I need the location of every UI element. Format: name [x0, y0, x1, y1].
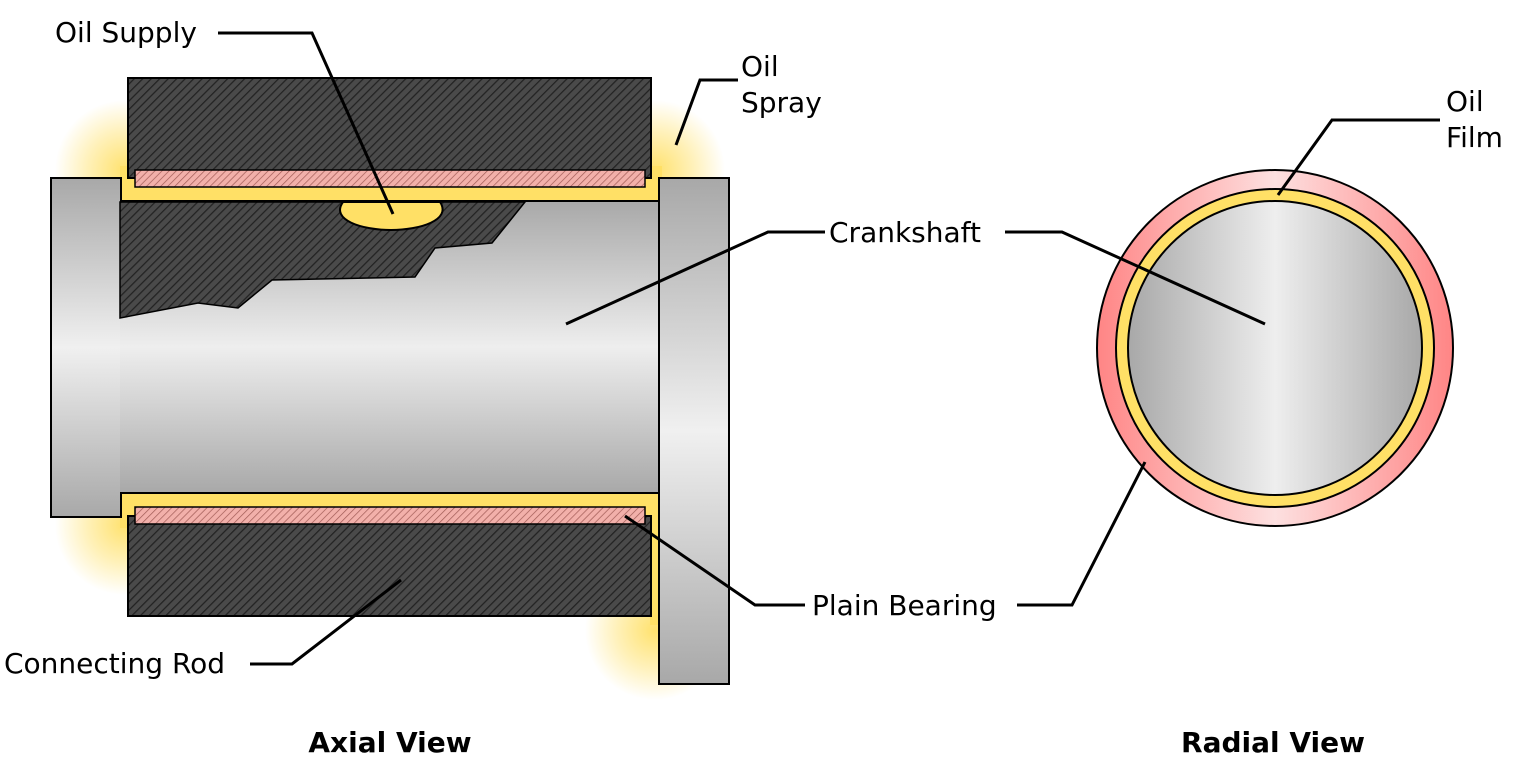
- label-oil-spray-1: Oil: [741, 50, 779, 83]
- axial-view: [50, 77, 730, 685]
- leader-plain-bearing-axial: [624, 514, 805, 607]
- leader-lines: [218, 31, 1440, 666]
- cutaway-section: [119, 201, 527, 319]
- title-axial-view: Axial View: [308, 726, 471, 759]
- label-oil-supply: Oil Supply: [55, 16, 197, 49]
- label-oil-film-1: Oil: [1446, 85, 1484, 118]
- leader-oil-film: [1276, 118, 1440, 196]
- oil-supply-hole: [339, 201, 444, 232]
- leader-crankshaft-axial: [565, 230, 825, 326]
- connecting-rod-top: [127, 77, 652, 179]
- label-crankshaft: Crankshaft: [829, 216, 981, 249]
- label-connecting-rod: Connecting Rod: [4, 647, 225, 680]
- label-plain-bearing: Plain Bearing: [812, 589, 997, 622]
- label-oil-spray-2: Spray: [741, 86, 822, 119]
- crankshaft-section: [1127, 200, 1423, 496]
- leader-plain-bearing-radial: [1017, 461, 1147, 607]
- label-oil-film-2: Film: [1446, 121, 1503, 154]
- leader-connecting-rod: [250, 578, 402, 666]
- left-flange: [50, 177, 122, 518]
- radial-view: [1096, 169, 1454, 527]
- leader-oil-spray: [674, 78, 738, 146]
- connecting-rod-bottom: [127, 515, 652, 617]
- right-flange: [658, 177, 730, 685]
- title-radial-view: Radial View: [1181, 726, 1365, 759]
- leader-crankshaft-radial: [1005, 230, 1266, 326]
- leader-oil-supply: [218, 31, 395, 215]
- plain-bearing-top: [134, 169, 646, 188]
- plain-bearing-bottom: [134, 506, 646, 525]
